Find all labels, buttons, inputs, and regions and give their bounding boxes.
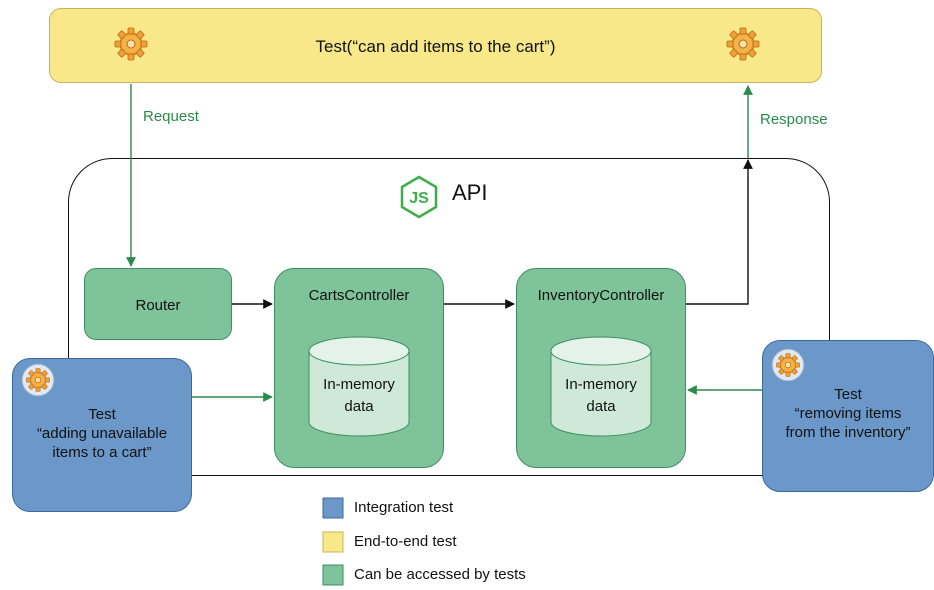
gear-icon bbox=[771, 348, 805, 382]
integration-test-right-box bbox=[762, 340, 934, 492]
gear-icon bbox=[726, 27, 760, 61]
legend-label-e2e: End-to-end test bbox=[354, 533, 457, 550]
carts-data-store-label: In-memory data bbox=[309, 374, 409, 418]
inventory-store-line1: In-memory bbox=[565, 376, 637, 393]
carts-store-line1: In-memory bbox=[323, 376, 395, 393]
legend-label-integration: Integration test bbox=[354, 499, 454, 516]
inventory-response-arrow bbox=[686, 159, 753, 305]
e2e-test-label: Test(“can add items to the cart”) bbox=[315, 37, 556, 56]
request-label: Request bbox=[143, 108, 199, 125]
inventory-data-store-label: In-memory data bbox=[551, 374, 651, 418]
inventory-controller-label: InventoryController bbox=[537, 287, 665, 304]
legend-swatch-accessible bbox=[322, 564, 344, 586]
integration-test-left-label: Test “adding unavailable items to a cart… bbox=[36, 406, 168, 461]
response-label: Response bbox=[760, 111, 828, 128]
legend-swatch-integration bbox=[322, 497, 344, 519]
carts-store-line2: data bbox=[344, 398, 374, 415]
carts-data-store-icon bbox=[308, 336, 410, 437]
gear-icon bbox=[21, 363, 55, 397]
nodejs-logo-icon: JS bbox=[400, 175, 438, 219]
carts-controller-label: CartsController bbox=[308, 287, 410, 304]
api-label: API bbox=[452, 180, 488, 205]
router-box bbox=[84, 268, 232, 340]
gear-icon bbox=[114, 27, 148, 61]
svg-text:JS: JS bbox=[409, 190, 429, 207]
router-label: Router bbox=[135, 297, 181, 314]
e2e-test-banner bbox=[49, 8, 822, 83]
inventory-store-line2: data bbox=[586, 398, 616, 415]
legend-label-accessible: Can be accessed by tests bbox=[354, 566, 526, 583]
inventory-data-store-icon bbox=[550, 336, 652, 437]
integration-test-right-label: Test “removing items from the inventory” bbox=[785, 386, 911, 441]
legend-swatch-e2e bbox=[322, 531, 344, 553]
